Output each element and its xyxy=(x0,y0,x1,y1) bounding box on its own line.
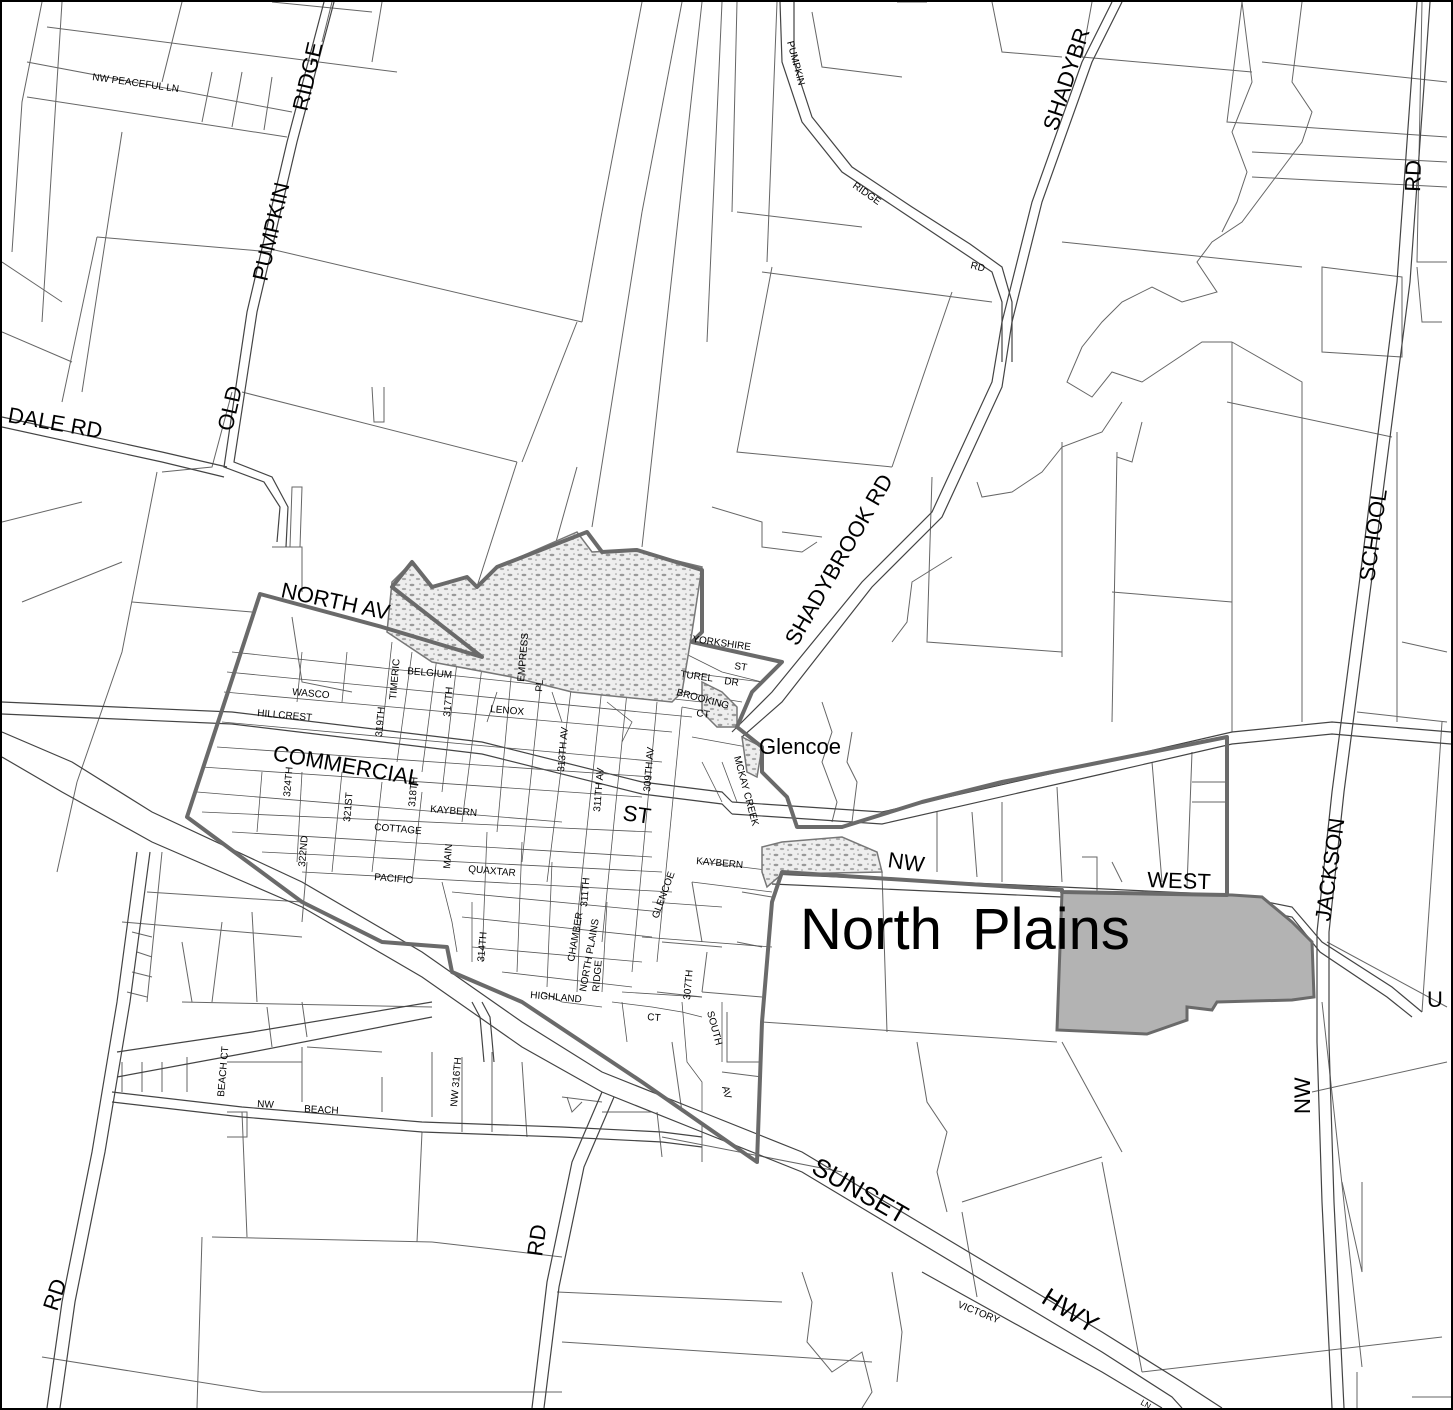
street-label-324th: 324TH xyxy=(282,766,296,797)
street-label-nw-316th: NW 316TH xyxy=(449,1057,464,1107)
street-label-chamber: CHAMBER xyxy=(566,911,586,962)
street-label-beach: BEACH xyxy=(304,1104,339,1117)
street-label-st-york: ST xyxy=(734,661,748,674)
road-label-u-edge: U xyxy=(1427,987,1443,1012)
hatched-areas xyxy=(386,531,883,889)
street-label-311th: 311TH AV xyxy=(592,767,607,812)
street-label-belgium: BELGIUM xyxy=(407,666,453,681)
road-label-ridge: RIDGE xyxy=(288,40,328,114)
street-label-ln: LN xyxy=(1139,1398,1153,1408)
solid-zoned-area[interactable] xyxy=(1055,890,1316,1036)
road-label-dale-rd: DALE RD xyxy=(6,402,104,443)
street-label-317th: 317TH xyxy=(442,686,456,717)
road-label-old: OLD xyxy=(213,383,248,433)
street-label-glencoe: GLENCOE xyxy=(650,870,677,920)
street-label-main: MAIN xyxy=(442,843,455,869)
road-label-pumpkin: PUMPKIN xyxy=(248,180,295,283)
street-label-quaxtar: QUAXTAR xyxy=(468,864,516,879)
road-label-jackson: JACKSON xyxy=(1310,816,1349,922)
road-label-school: SCHOOL xyxy=(1354,487,1392,582)
street-label-321st: 321ST xyxy=(342,792,356,822)
street-label-pacific: PACIFIC xyxy=(374,872,414,886)
street-label-hillcrest: HILLCREST xyxy=(257,708,313,724)
road-label-hwy: HWY xyxy=(1037,1282,1104,1340)
street-label-lenox: LENOX xyxy=(490,704,525,718)
street-label-ct: CT xyxy=(696,708,711,721)
street-label-313th: 313TH AV xyxy=(556,726,571,772)
street-label-309th: 309TH AV xyxy=(642,746,657,792)
street-label-311th-b: 311TH xyxy=(579,877,593,907)
road-label-st: ST xyxy=(621,800,652,829)
street-label-beach-ct: BEACH CT xyxy=(216,1046,231,1097)
street-label-ridge2: RIDGE xyxy=(591,959,605,992)
road-label-sunset: SUNSET xyxy=(807,1151,913,1230)
road-label-rd-right: RD xyxy=(1400,160,1426,193)
road-label-rd-bottom: RD xyxy=(522,1223,551,1258)
street-label-307th: 307TH xyxy=(682,969,696,1000)
road-label-west: WEST xyxy=(1147,867,1211,894)
street-label-turel: TUREL xyxy=(680,669,714,685)
street-label-rd: RD xyxy=(969,260,986,274)
creek-lines xyxy=(801,2,1313,1408)
street-label-ct2: CT xyxy=(647,1012,661,1024)
street-label-kaybern: KAYBERN xyxy=(430,804,478,819)
street-label-timeric: TIMERIC xyxy=(388,658,403,700)
street-label-cottage: COTTAGE xyxy=(374,822,423,837)
street-label-empress: EMPRESS xyxy=(516,632,531,682)
city-name-label: North Plains xyxy=(800,897,1130,962)
road-label-nw-jackson: NW xyxy=(1290,1077,1315,1114)
street-label-south: SOUTH xyxy=(704,1010,724,1047)
street-label-highland: HIGHLAND xyxy=(530,990,582,1005)
street-label-peaceful: NW PEACEFUL LN xyxy=(92,72,180,95)
town-grid xyxy=(196,621,783,1112)
street-label-318th: 318TH xyxy=(407,776,421,807)
road-label-nw: NW xyxy=(886,847,926,877)
street-label-kaybern2: KAYBERN xyxy=(696,856,744,871)
street-label-wasco: WASCO xyxy=(292,687,330,701)
street-label-314th: 314TH xyxy=(476,931,490,962)
city-limit-boundary[interactable] xyxy=(185,530,1229,1164)
street-label-av: AV xyxy=(719,1085,733,1100)
minor-road-labels: NW PEACEFUL LN PUMPKIN RIDGE RD WASCO HI… xyxy=(92,40,1153,1408)
street-label-nw-beach: NW xyxy=(257,1099,275,1111)
road-label-shadybrook-rd: SHADYBROOK RD xyxy=(780,470,898,650)
street-label-pl: PL xyxy=(534,679,546,693)
community-name-label: Glencoe xyxy=(759,734,841,759)
street-label-319th: 319TH xyxy=(374,706,388,737)
street-label-dr: DR xyxy=(724,676,740,689)
street-label-322nd: 322ND xyxy=(297,835,311,867)
road-label-north-av: NORTH AV xyxy=(279,577,393,624)
